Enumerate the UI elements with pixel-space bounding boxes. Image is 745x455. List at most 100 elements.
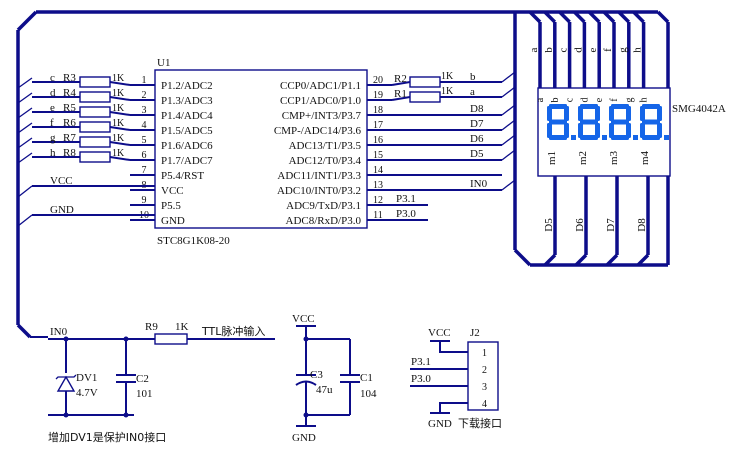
mcu-pin-name: CMP-/ADC14/P3.6	[274, 125, 362, 137]
resistor	[79, 106, 111, 118]
mcu-pin-number: 15	[373, 150, 383, 161]
seven-seg-segment	[549, 104, 567, 109]
resistor-ref: R1	[394, 88, 407, 100]
display-seg-pin-label: h	[639, 98, 650, 103]
seven-seg-segment	[595, 123, 600, 138]
j2-pin-number: 1	[482, 348, 487, 359]
mcu-pin-number: 5	[142, 135, 147, 146]
decimal-point	[633, 135, 638, 140]
mcu-pin-number: 18	[373, 105, 383, 116]
seven-seg-segment	[642, 135, 660, 140]
display-top-net-label: d	[572, 47, 584, 53]
seven-seg-segment	[580, 135, 598, 140]
display-top-net-label: c	[558, 47, 570, 52]
c1-ref: C1	[360, 372, 373, 384]
mcu-pin-name: P1.7/ADC7	[161, 155, 213, 167]
net-label: D8	[470, 103, 484, 115]
digit-net-label: D5	[543, 218, 555, 232]
segment-net-label: e	[50, 102, 55, 114]
seven-seg-segment	[640, 106, 645, 121]
j2-pin-number: 3	[482, 382, 487, 393]
net-label: IN0	[470, 178, 488, 190]
display-top-net-label: g	[617, 47, 629, 53]
seven-seg-segment	[564, 106, 569, 121]
mcu-pin-name: ADC8/RxD/P3.0	[286, 215, 362, 227]
dv1-zener-diode	[56, 375, 76, 392]
j2-body	[467, 341, 499, 411]
segment-net-label: c	[50, 72, 55, 84]
mcu-pin-name: P1.6/ADC6	[161, 140, 213, 152]
mcu-pin-number: 9	[142, 195, 147, 206]
seven-seg-segment	[609, 106, 614, 121]
mcu-pin-number: 19	[373, 90, 383, 101]
j2-vcc-label: VCC	[428, 327, 451, 339]
segment-net-label: f	[50, 117, 54, 129]
c2-value: 101	[136, 388, 153, 400]
resistor-ref: R4	[63, 87, 76, 99]
left-gnd-label: GND	[50, 204, 74, 216]
display-seg-pin-label: b	[550, 98, 561, 103]
dv1-note: 增加DV1是保护IN0接口	[48, 430, 166, 444]
resistor-value: 1K	[112, 103, 125, 114]
display-seg-pin-label: a	[535, 97, 546, 102]
mcu-pin-number: 3	[142, 105, 147, 116]
mcu-pin-name: P5.5	[161, 200, 181, 212]
input-circuit: IN0 R9 1K TTL脉冲输入 DV1 4.7V C2 101 增加DV1是…	[48, 321, 275, 444]
r9-resistor	[154, 333, 188, 345]
mcu-pin-number: 20	[373, 75, 383, 86]
segment-net-label: g	[50, 132, 56, 144]
mcu-pin-name: ADC9/TxD/P3.1	[286, 200, 361, 212]
mcu-pin-number: 4	[142, 120, 147, 131]
digit-net-label: D7	[605, 218, 617, 232]
seven-seg-segment	[611, 135, 629, 140]
resistor-value: 1K	[112, 118, 125, 129]
segment-net-label: b	[470, 71, 476, 83]
seven-seg-segment	[609, 123, 614, 138]
mcu-pin-name: P1.4/ADC4	[161, 110, 213, 122]
decimal-point	[664, 135, 669, 140]
decimal-point	[571, 135, 576, 140]
resistor-ref: R5	[63, 102, 76, 114]
mcu-pin-name: P1.2/ADC2	[161, 80, 213, 92]
resistor-ref: R6	[63, 117, 76, 129]
display-digit-pin-label: m4	[639, 150, 651, 165]
display-top-net-label: f	[602, 48, 614, 52]
seven-seg-segment	[657, 123, 662, 138]
resistor-ref: R8	[63, 147, 76, 159]
resistor-value: 1K	[112, 88, 125, 99]
mcu-pin-name: ADC12/T0/P3.4	[289, 155, 362, 167]
resistor-ref: R7	[63, 132, 76, 144]
j2-label: 下载接口	[458, 417, 502, 430]
j2-ref: J2	[470, 327, 480, 339]
display-top-net-label: e	[587, 47, 599, 52]
c3-value: 47u	[316, 384, 333, 396]
mcu-part: STC8G1K08-20	[157, 235, 230, 247]
seven-seg-segment	[626, 106, 631, 121]
seven-seg-segment	[657, 106, 662, 121]
mcu-pin-number: 14	[373, 165, 383, 176]
mcu-pin-name: VCC	[161, 185, 184, 197]
seven-seg-segment	[642, 104, 660, 109]
mcu-pin-name: CMP+/INT3/P3.7	[282, 110, 362, 122]
dv1-ref: DV1	[76, 372, 97, 384]
resistor-value: 1K	[441, 71, 454, 82]
display-top-net-label: h	[632, 47, 644, 53]
display-body	[537, 87, 671, 177]
resistor	[79, 151, 111, 163]
power-caps: VCC C3 47u C1 104 GND	[292, 313, 377, 444]
resistor-value: 1K	[112, 133, 125, 144]
left-power-nets: VCC GND	[32, 175, 155, 216]
mcu-pin-name: CCP1/ADC0/P1.0	[280, 95, 361, 107]
caps-gnd-label: GND	[292, 432, 316, 444]
display-seg-pin-label: f	[609, 98, 620, 102]
display-digit-pin-label: m3	[608, 150, 620, 165]
display-top-net-label: a	[528, 47, 540, 52]
j2-pin-number: 4	[482, 399, 487, 410]
segment-net-label: h	[50, 147, 56, 159]
seven-seg-segment	[611, 104, 629, 109]
mcu-pin-name: P5.4/RST	[161, 170, 204, 182]
seven-seg-segment	[580, 119, 598, 125]
mcu-ref: U1	[157, 57, 170, 69]
mcu-pin-number: 1	[142, 75, 147, 86]
